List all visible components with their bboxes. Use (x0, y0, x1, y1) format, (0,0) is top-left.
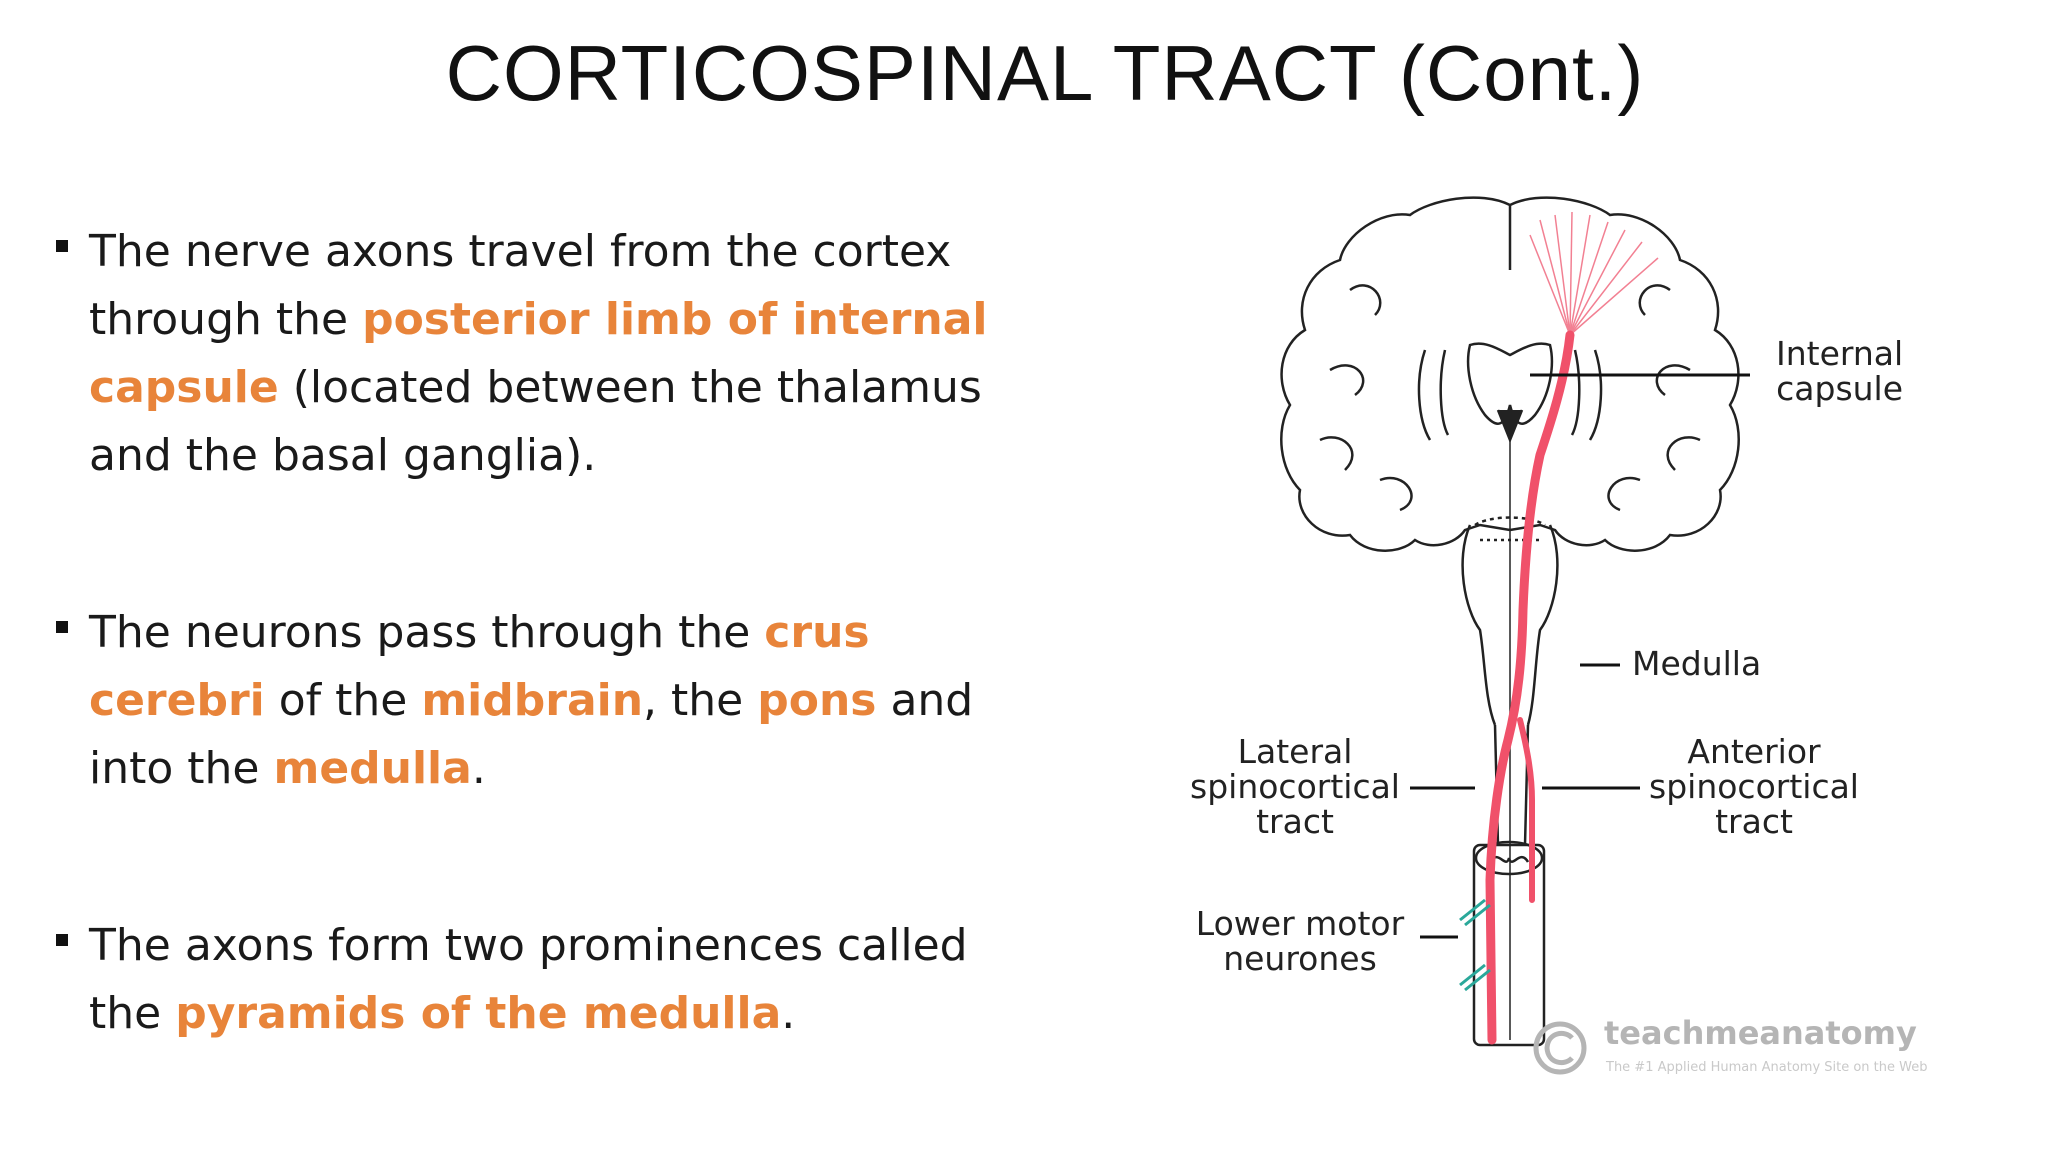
label-line: Lateral (1237, 732, 1353, 771)
credit-tagline: The #1 Applied Human Anatomy Site on the… (1606, 1060, 1928, 1075)
label-medulla: Medulla (1632, 644, 1762, 683)
highlighted-term: crus cerebri (89, 607, 870, 726)
bullet-square-icon (56, 240, 68, 252)
label-line: spinocortical (1649, 767, 1859, 806)
bullet-square-icon (56, 934, 68, 946)
bullet-item: The axons form two prominences called th… (52, 912, 1052, 1048)
highlighted-term: medulla (273, 743, 472, 794)
label-line: tract (1715, 802, 1793, 841)
label-lateral-spinocortical-tract: Lateral spinocortical tract (1190, 734, 1400, 839)
bullet-text-span: The neurons pass through the (89, 607, 765, 658)
label-line: Internal (1776, 334, 1904, 373)
bullet-text-span: . (781, 988, 796, 1039)
bullet-text-span: The axons form two prominences called th… (89, 920, 968, 1039)
bullet-text-span: of the (264, 675, 422, 726)
highlighted-term: midbrain (421, 675, 644, 726)
corticospinal-tract (1485, 330, 1575, 1045)
bullet-text: The neurons pass through the crus cerebr… (89, 599, 1052, 803)
label-line: spinocortical (1190, 767, 1400, 806)
highlighted-term: posterior limb of internal capsule (89, 294, 988, 413)
credit-name: teachmeanatomy (1604, 1014, 1917, 1052)
label-internal-capsule: Internal capsule (1776, 336, 1903, 406)
bullet-text-span: (located between the thalamus and the ba… (89, 362, 982, 481)
brain-spinal-cord-illustration (1280, 196, 1750, 1075)
corticospinal-tract-diagram: Internal capsule Medulla Lateral spinoco… (1180, 180, 1980, 1100)
bullet-text-span: . (471, 743, 486, 794)
slide-title: CORTICOSPINAL TRACT (Cont.) (445, 29, 1645, 117)
bullet-text: The nerve axons travel from the cortex t… (89, 218, 1052, 490)
anterior-tract-branch (1517, 717, 1535, 903)
label-line: tract (1256, 802, 1334, 841)
bullet-text: The axons form two prominences called th… (89, 912, 1052, 1048)
label-line: neurones (1223, 939, 1377, 978)
bullet-square-icon (56, 621, 68, 633)
label-anterior-spinocortical-tract: Anterior spinocortical tract (1644, 734, 1864, 839)
highlighted-term: pons (757, 675, 877, 726)
bullet-text-span: and into the (89, 675, 974, 794)
bullet-item: The neurons pass through the crus cerebr… (52, 599, 1052, 803)
label-lower-motor-neurones: Lower motor neurones (1190, 906, 1410, 976)
cortical-fibers (1529, 211, 1659, 336)
bullet-text-span: The nerve axons travel from the cortex t… (89, 226, 952, 345)
label-leader-lines (1410, 373, 1750, 939)
highlighted-term: pyramids of the medulla (175, 988, 782, 1039)
bullet-item: The nerve axons travel from the cortex t… (52, 218, 1052, 490)
bullet-text-span: , the (643, 675, 758, 726)
label-line: Lower motor (1195, 904, 1405, 943)
lower-motor-neurons (1459, 898, 1491, 992)
copyright-icon (1533, 1021, 1587, 1075)
label-line: Anterior (1687, 732, 1821, 771)
label-line: capsule (1776, 369, 1904, 408)
